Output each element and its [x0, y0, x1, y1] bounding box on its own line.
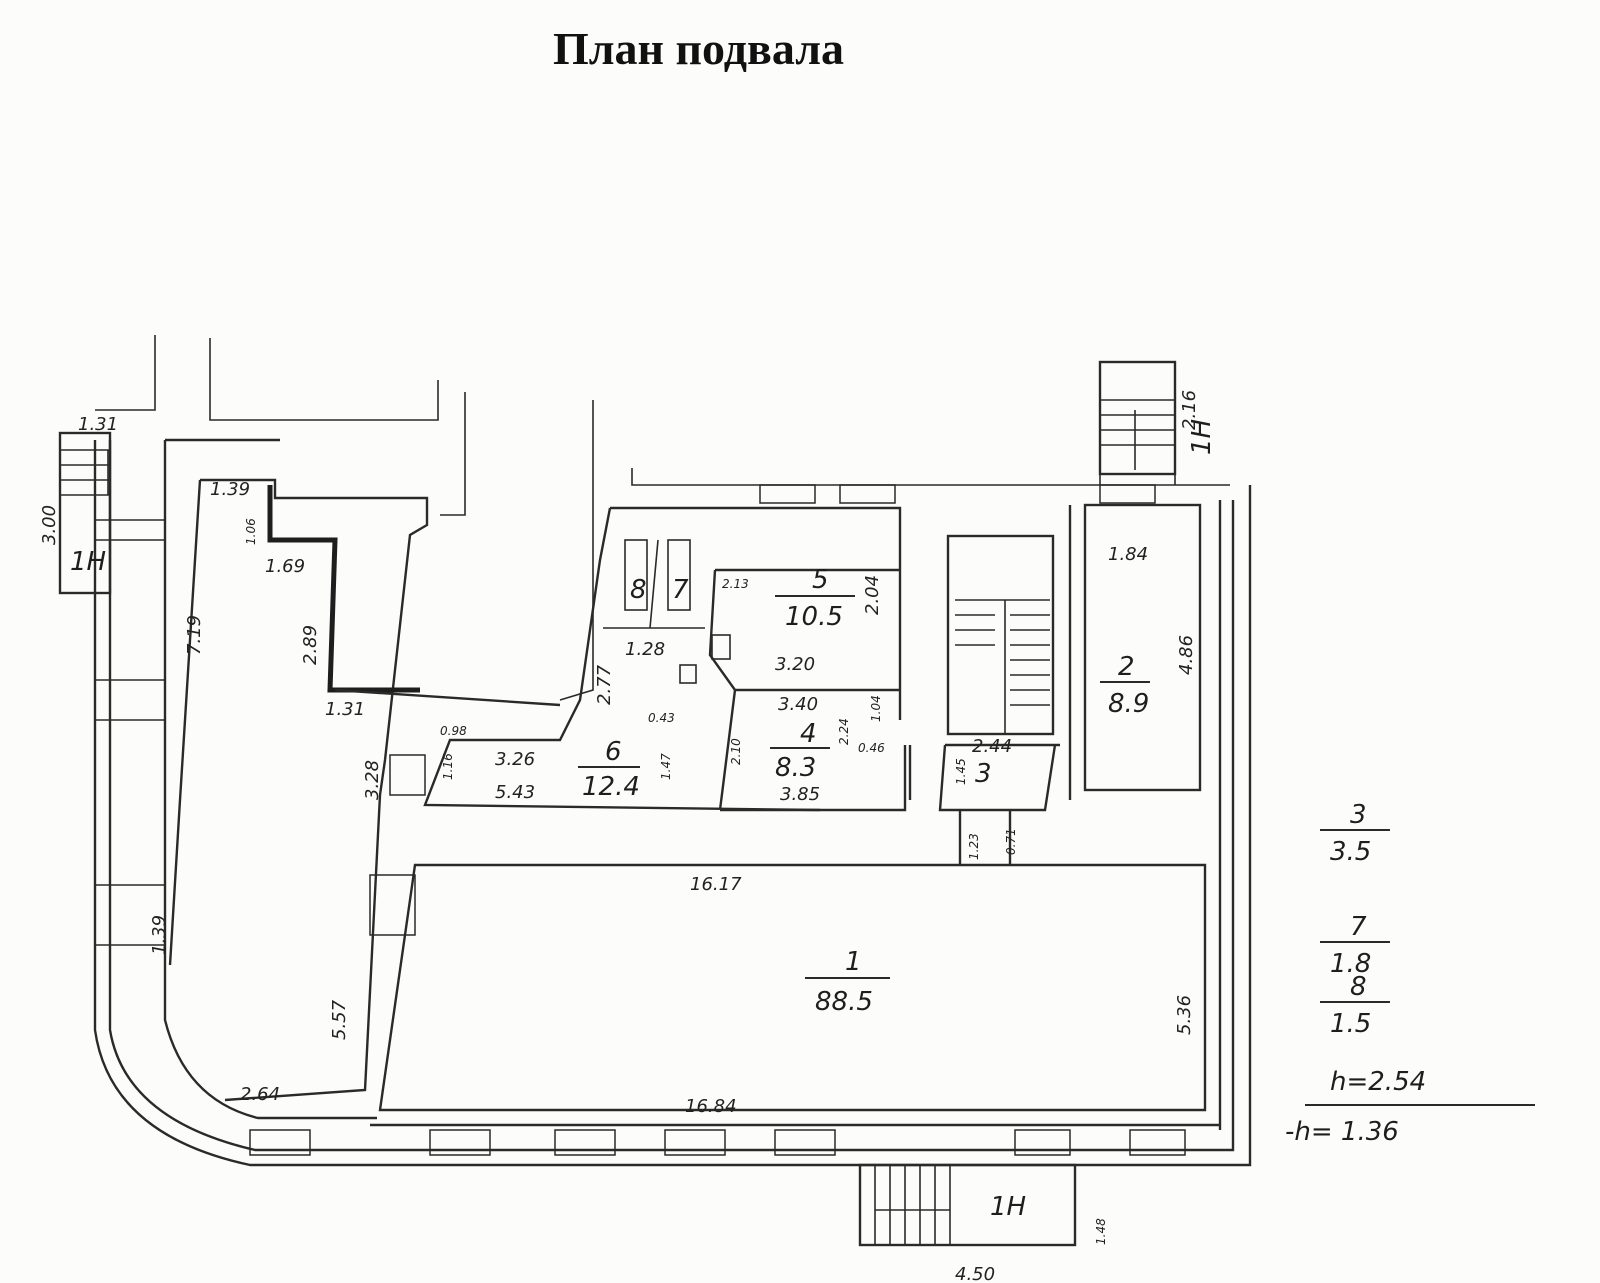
room-2: 2 8.9 — [1100, 652, 1150, 719]
svg-text:1.69: 1.69 — [265, 556, 305, 577]
windows — [94, 484, 1186, 1156]
svg-text:3.85: 3.85 — [780, 784, 820, 805]
legend-number-7: 7 — [1350, 912, 1367, 942]
svg-text:2.77: 2.77 — [594, 664, 615, 705]
legend-number-3: 3 — [1350, 800, 1367, 830]
room-8-number: 8 — [630, 575, 647, 605]
stair-labels: 1Н 1Н 1Н — [70, 419, 1217, 1222]
svg-text:7.19: 7.19 — [184, 615, 205, 655]
room-4: 4 8.3 — [770, 719, 830, 783]
stair-label-bottom: 1Н — [990, 1192, 1026, 1222]
legend-number-8: 8 — [1350, 972, 1367, 1002]
room-6-number: 6 — [605, 737, 622, 767]
stair-label-left: 1Н — [70, 547, 106, 577]
svg-text:1.04: 1.04 — [869, 695, 883, 722]
svg-text:4.50: 4.50 — [955, 1264, 995, 1283]
svg-text:2.44: 2.44 — [972, 736, 1012, 757]
svg-text:1.31: 1.31 — [325, 699, 365, 720]
svg-text:0.71: 0.71 — [1004, 828, 1018, 855]
room-4-area: 8.3 — [775, 753, 816, 783]
svg-text:2.13: 2.13 — [722, 577, 749, 591]
page-title: План подвала — [552, 23, 845, 74]
svg-text:1.48: 1.48 — [1094, 1218, 1108, 1245]
svg-text:1.47: 1.47 — [659, 753, 673, 780]
room-1-number: 1 — [845, 947, 862, 977]
stair-inner — [955, 599, 1050, 734]
room-1: 1 88.5 — [805, 947, 890, 1017]
room-labels: 1 88.5 2 8.9 3 4 8.3 5 10.5 6 12.4 7 8 — [578, 565, 1150, 1017]
left-wing-walls — [168, 478, 561, 1102]
dimension-labels: 1.31 3.00 1.39 1.06 1.69 2.89 1.31 7.19 … — [39, 390, 1200, 1283]
stair-left — [58, 431, 112, 595]
svg-text:1.39: 1.39 — [149, 915, 170, 955]
svg-text:1.39: 1.39 — [210, 479, 250, 500]
height-minus: -h= 1.36 — [1285, 1117, 1399, 1147]
room-1-area: 88.5 — [815, 987, 873, 1017]
svg-text:5.36: 5.36 — [1174, 995, 1195, 1035]
legend-area-7: 1.8 — [1330, 949, 1371, 979]
svg-text:3.20: 3.20 — [775, 654, 815, 675]
room-6-area: 12.4 — [582, 772, 640, 802]
svg-text:2.04: 2.04 — [862, 575, 883, 615]
stair-bottom — [858, 1163, 1077, 1247]
central-rooms — [423, 506, 907, 812]
svg-text:2.16: 2.16 — [1179, 390, 1200, 430]
room-5-area: 10.5 — [785, 602, 843, 632]
room-2-number: 2 — [1118, 652, 1135, 682]
svg-text:3.28: 3.28 — [362, 760, 383, 800]
stair-top-right — [1098, 360, 1177, 476]
svg-text:16.84: 16.84 — [685, 1096, 737, 1117]
legend: 3 3.5 7 1.8 8 1.5 h=2.54 -h= 1.36 — [1285, 800, 1535, 1147]
room-5: 5 10.5 — [775, 565, 855, 632]
legend-area-3: 3.5 — [1330, 837, 1371, 867]
room-2-area: 8.9 — [1108, 689, 1149, 719]
svg-text:1.31: 1.31 — [78, 414, 118, 435]
svg-text:1.23: 1.23 — [967, 833, 981, 860]
svg-text:2.64: 2.64 — [240, 1084, 280, 1105]
svg-text:1.45: 1.45 — [954, 758, 968, 785]
svg-text:3.40: 3.40 — [778, 694, 818, 715]
svg-text:3.26: 3.26 — [495, 749, 535, 770]
room-5-number: 5 — [812, 565, 829, 595]
svg-text:2.24: 2.24 — [837, 718, 851, 745]
room-4-number: 4 — [800, 719, 817, 749]
room-3-number: 3 — [975, 759, 992, 789]
svg-text:2.10: 2.10 — [729, 738, 743, 765]
svg-text:1.16: 1.16 — [441, 753, 455, 780]
svg-text:5.43: 5.43 — [495, 782, 535, 803]
room-6: 6 12.4 — [578, 737, 640, 802]
svg-text:1.84: 1.84 — [1108, 544, 1148, 565]
legend-area-8: 1.5 — [1330, 1009, 1371, 1039]
right-rooms — [908, 503, 1202, 865]
svg-text:2.89: 2.89 — [300, 625, 321, 665]
svg-text:1.06: 1.06 — [244, 518, 258, 545]
outer-walls — [93, 438, 1252, 1167]
svg-text:0.46: 0.46 — [858, 741, 885, 755]
svg-text:0.98: 0.98 — [440, 724, 467, 738]
svg-text:4.86: 4.86 — [1176, 635, 1197, 675]
svg-text:16.17: 16.17 — [690, 874, 742, 895]
svg-text:3.00: 3.00 — [39, 505, 60, 545]
staircases — [58, 360, 1177, 1247]
svg-text:5.57: 5.57 — [329, 999, 350, 1040]
svg-text:1.28: 1.28 — [625, 639, 665, 660]
svg-text:0.43: 0.43 — [648, 711, 675, 725]
stair-label-top: 1Н — [1187, 419, 1217, 455]
height-plus: h=2.54 — [1330, 1067, 1426, 1097]
room-7-number: 7 — [672, 575, 689, 605]
